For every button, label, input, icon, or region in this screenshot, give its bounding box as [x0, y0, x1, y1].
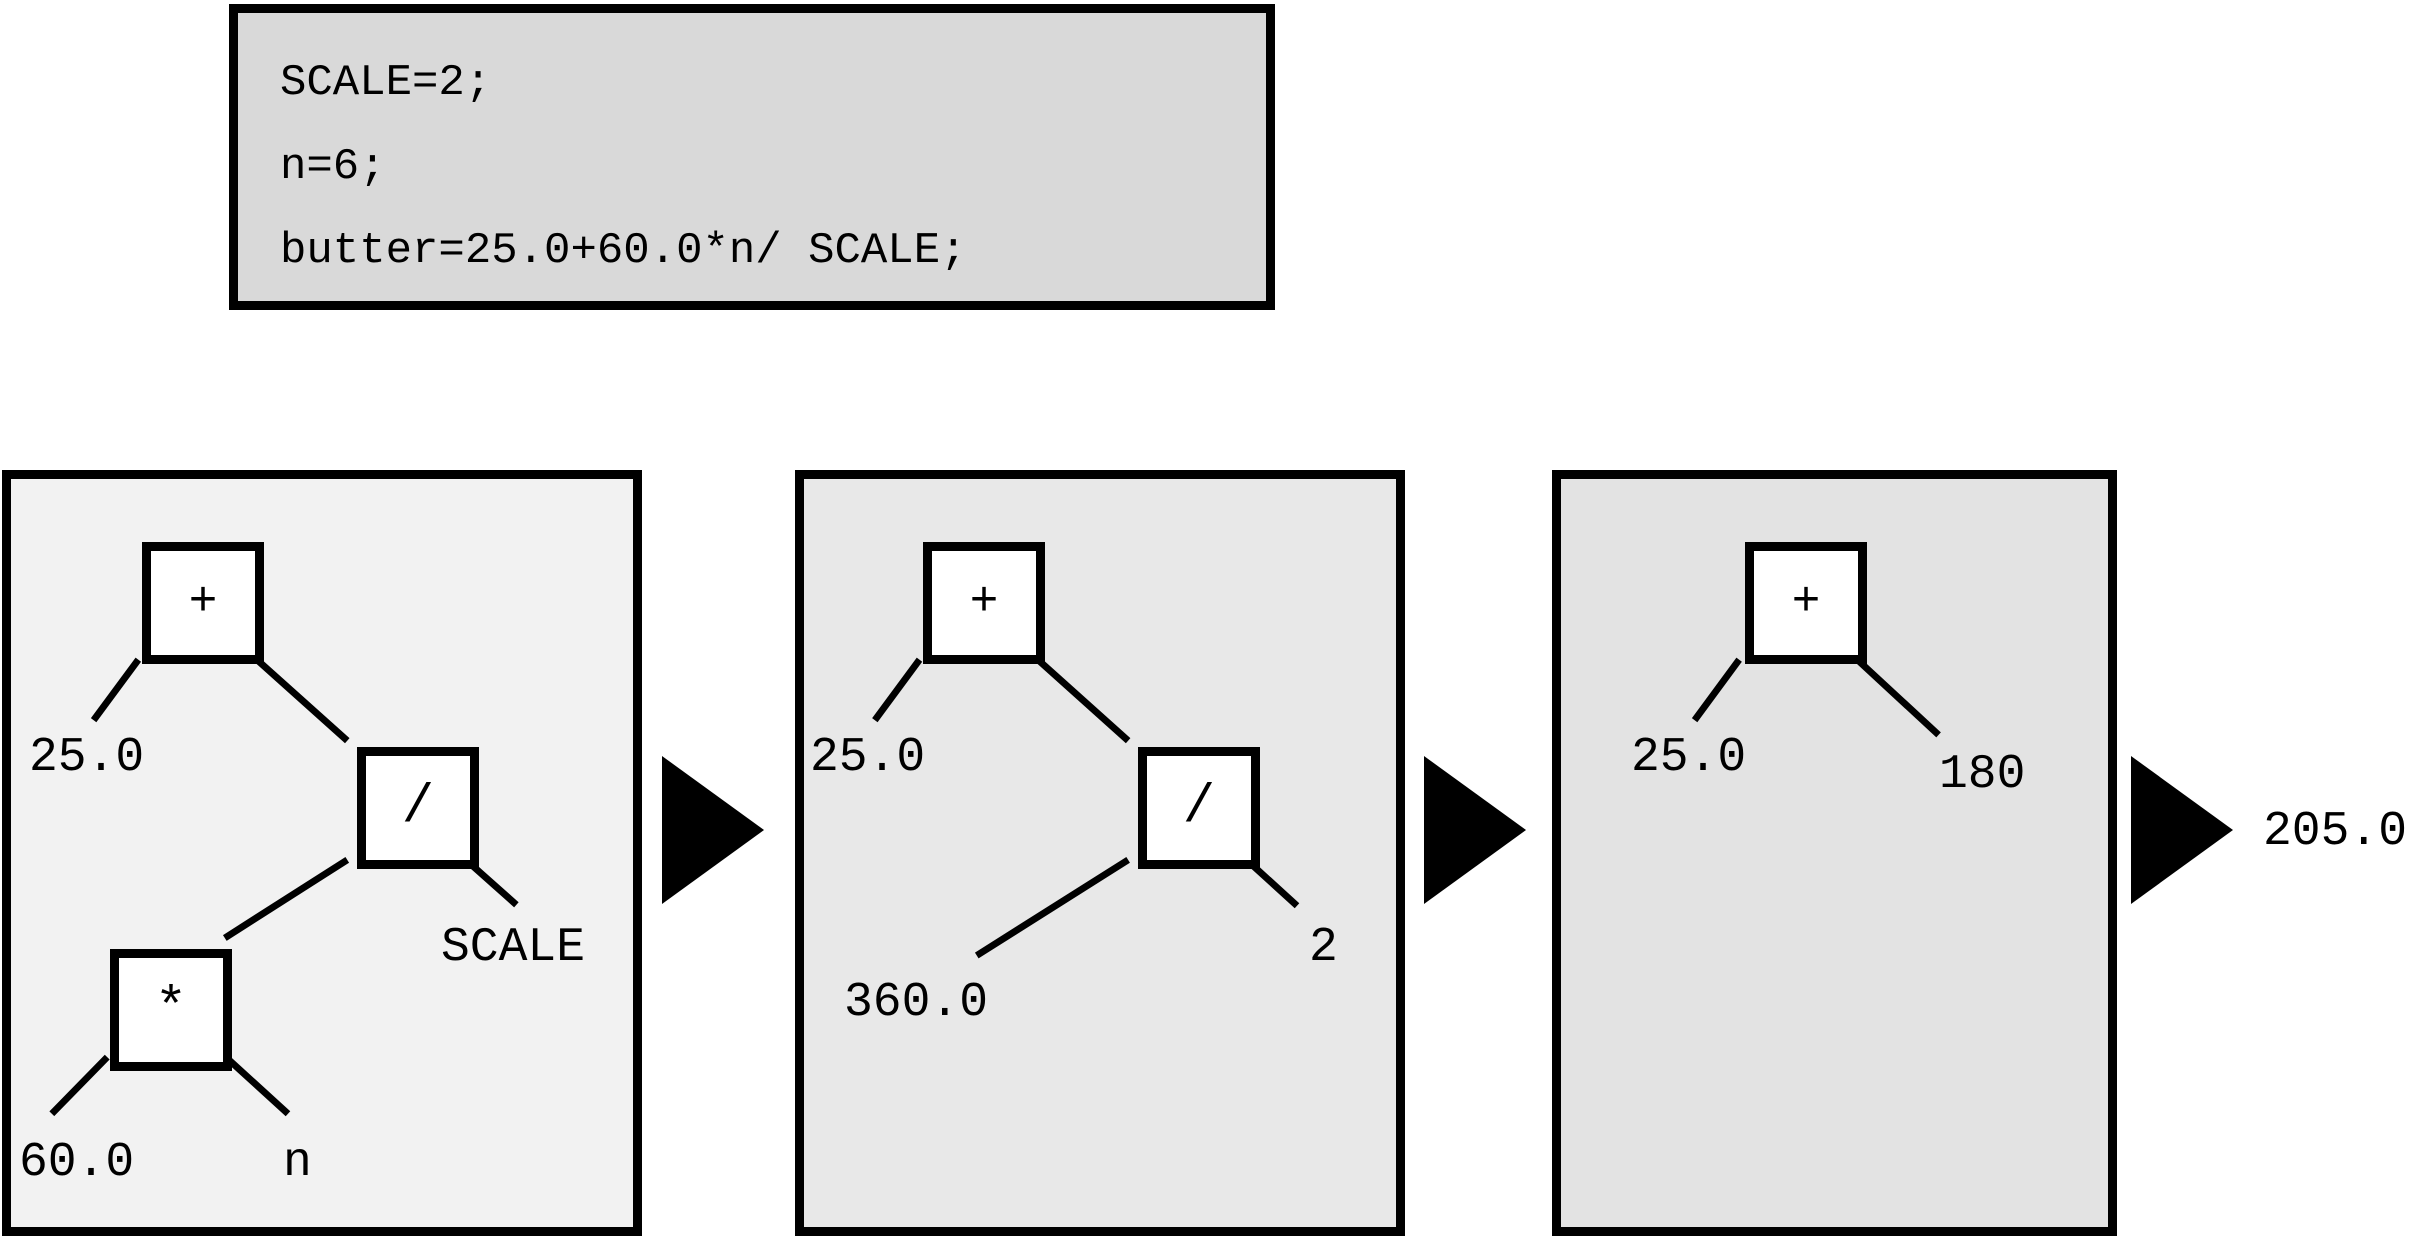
right-triangle-arrow-icon	[662, 756, 764, 904]
leaf-label-2: 2	[1309, 921, 1338, 975]
code-line-2: n=6;	[280, 142, 386, 192]
leaf-label-scale: SCALE	[441, 921, 586, 975]
node-root-plus: +	[1745, 542, 1867, 664]
node-divide: /	[357, 747, 479, 869]
expression-tree-panel-1: + / * 25.0 SCALE 60.0 n	[2, 470, 642, 1236]
source-code-lines: SCALE=2; n=6; butter=25.0+60.0*n/ SCALE;	[280, 41, 1260, 293]
code-line-1: SCALE=2;	[280, 58, 492, 108]
leaf-label-25: 25.0	[1631, 731, 1747, 785]
node-root-plus: +	[142, 542, 264, 664]
expression-tree-panel-2: + / 25.0 360.0 2	[795, 470, 1405, 1236]
leaf-label-25: 25.0	[29, 731, 145, 785]
right-triangle-arrow-icon	[1424, 756, 1526, 904]
expression-tree-panel-3: + 25.0 180	[1552, 470, 2117, 1236]
right-triangle-arrow-icon	[2131, 756, 2233, 904]
final-result-value: 205.0	[2263, 805, 2408, 859]
tree-edges-panel-1	[49, 657, 519, 1117]
leaf-label-n: n	[283, 1136, 312, 1190]
leaf-label-360: 360.0	[844, 976, 989, 1030]
source-code-box: SCALE=2; n=6; butter=25.0+60.0*n/ SCALE;	[229, 4, 1275, 310]
leaf-label-60: 60.0	[19, 1136, 135, 1190]
code-line-3: butter=25.0+60.0*n/ SCALE;	[280, 226, 967, 276]
tree-edges-panel-3	[1691, 657, 1941, 738]
leaf-label-25: 25.0	[810, 731, 926, 785]
leaf-label-180: 180	[1939, 748, 2026, 802]
node-root-plus: +	[923, 542, 1045, 664]
node-multiply: *	[110, 949, 232, 1071]
node-divide: /	[1138, 747, 1260, 869]
tree-edges-panel-2	[872, 657, 1300, 959]
